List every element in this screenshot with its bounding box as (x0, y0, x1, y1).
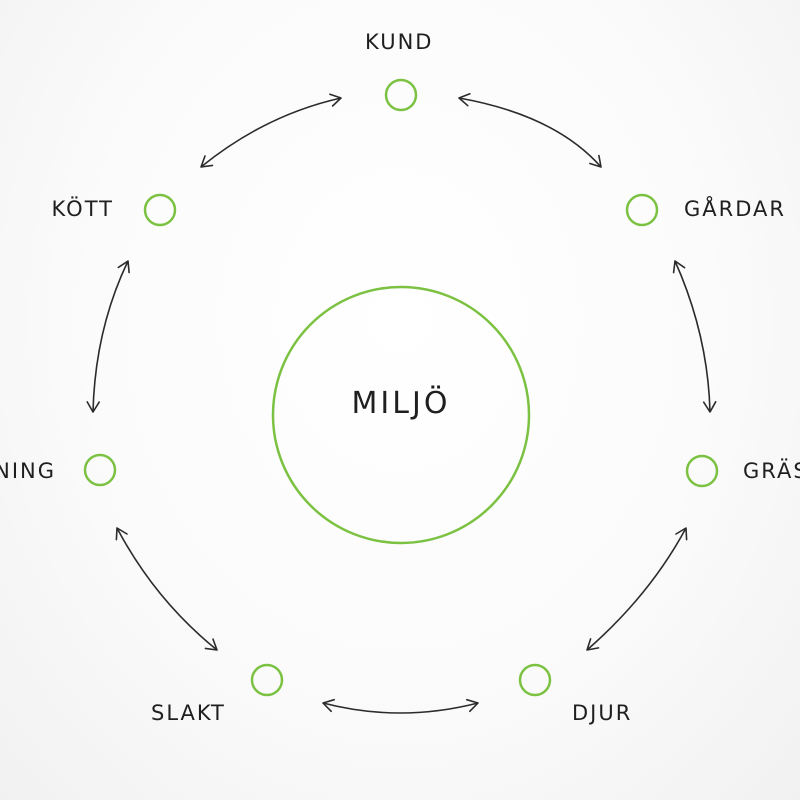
center-label: MILJÖ (351, 386, 451, 421)
node-markers (83, 78, 719, 697)
arrowhead (458, 93, 471, 107)
arrowhead (204, 638, 218, 651)
node-circle-djur (518, 663, 552, 697)
node-circle-gras (685, 454, 719, 488)
arrow-line (116, 527, 218, 651)
arrowhead (466, 698, 479, 713)
arrow-kund-gardar (458, 93, 602, 168)
arrow-gras-djur (586, 527, 688, 651)
arrow-slakt-styckning (115, 527, 218, 651)
arrow-line (674, 260, 711, 413)
arrow-styckning-kott (86, 260, 130, 413)
arrow-kott-kund (200, 93, 342, 168)
node-label-kund: KUND (365, 30, 434, 54)
arrowhead (675, 527, 688, 541)
node-label-gardar: GÅRDAR (684, 197, 786, 221)
arrow-djur-slakt (322, 698, 479, 714)
arrowhead (200, 155, 214, 168)
arrowhead (117, 260, 130, 274)
node-label-kott: KÖTT (51, 197, 114, 221)
arrow-line (92, 260, 129, 413)
node-circle-slakt (250, 663, 284, 697)
node-circle-kott (143, 193, 177, 227)
arrowhead (672, 260, 686, 274)
arrowhead (322, 698, 335, 713)
arrowhead (586, 638, 600, 651)
arrow-line (458, 97, 602, 168)
node-label-djur: DJUR (572, 701, 633, 725)
arrowhead (702, 401, 717, 413)
center-circle (271, 285, 531, 545)
node-label-slakt: SLAKT (151, 701, 226, 725)
node-label-gras: GRÄS (743, 459, 800, 483)
arrow-line (586, 527, 687, 651)
arrowhead (589, 154, 602, 168)
arrow-line (322, 702, 479, 714)
node-label-styckning: STYCKNING (0, 459, 56, 483)
arrowhead (329, 93, 342, 107)
arrow-line (200, 97, 342, 168)
arrowhead (86, 401, 100, 413)
arrow-gardar-gras (672, 260, 717, 413)
node-circle-gardar (625, 193, 659, 227)
connection-arrows (86, 93, 717, 714)
arrowhead (115, 527, 128, 541)
node-circle-styckning (83, 453, 117, 487)
node-circle-kund (384, 78, 418, 112)
